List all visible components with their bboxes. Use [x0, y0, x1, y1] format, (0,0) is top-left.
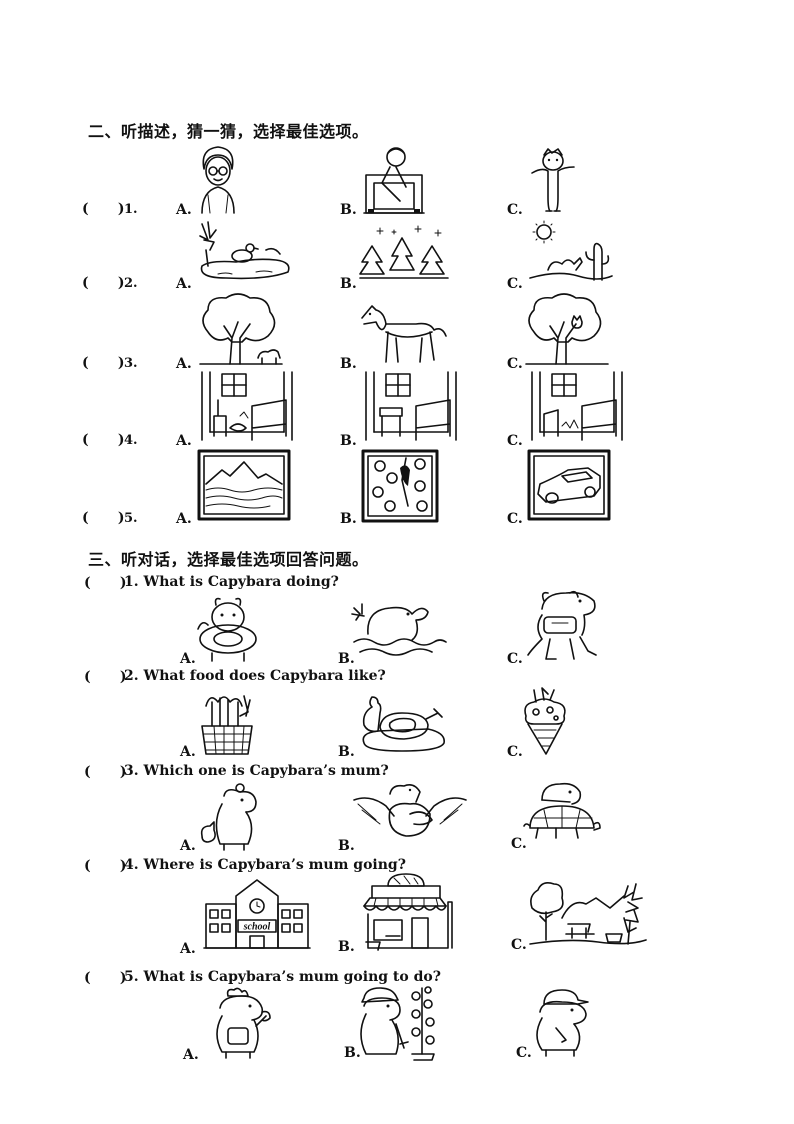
shop-icon[interactable] — [360, 872, 456, 952]
option-b-label: B. — [340, 202, 357, 218]
section-2-title: 二、听描述，猜一猜，选择最佳选项。 — [88, 122, 369, 141]
mountain-lake-painting-icon[interactable] — [197, 449, 291, 521]
tree-with-cat-icon[interactable] — [524, 292, 610, 366]
option-a-label: A. — [176, 356, 192, 372]
question-text: 2. What food does Capybara like? — [124, 668, 386, 684]
option-c-label: C. — [507, 202, 523, 218]
option-a-label: A. — [183, 1047, 199, 1063]
option-a-label: A. — [180, 838, 196, 854]
answer-blank[interactable]: ( ) — [84, 575, 127, 591]
question-number: 5. — [124, 511, 138, 526]
flowers-bird-painting-icon[interactable] — [361, 449, 439, 523]
school-building-icon[interactable]: school — [202, 876, 312, 950]
question-number: 4. — [124, 433, 138, 448]
child-arms-open-icon[interactable] — [528, 145, 578, 215]
capybara-with-bird-icon[interactable] — [198, 782, 260, 852]
desert-camel-cactus-icon[interactable] — [528, 220, 614, 282]
answer-blank[interactable]: ( ) — [82, 201, 125, 217]
answer-blank[interactable]: ( ) — [84, 764, 127, 780]
option-b-label: B. — [340, 276, 357, 292]
horse-icon[interactable] — [356, 302, 450, 364]
option-b-label: B. — [340, 433, 357, 449]
park-icon[interactable] — [528, 878, 648, 948]
car-painting-icon[interactable] — [527, 449, 611, 521]
answer-blank[interactable]: ( ) — [82, 275, 125, 291]
option-b-label: B. — [340, 356, 357, 372]
turtle-with-capybara-icon[interactable] — [520, 778, 602, 844]
messy-room-icon[interactable] — [196, 370, 300, 442]
answer-blank[interactable]: ( ) — [84, 970, 127, 986]
capybara-cap-icon[interactable] — [530, 988, 594, 1057]
question-text: 5. What is Capybara’s mum going to do? — [124, 969, 441, 985]
question-text: 4. Where is Capybara’s mum going? — [124, 857, 406, 873]
meat-plate-icon[interactable] — [356, 693, 450, 755]
man-by-fireplace-icon[interactable] — [360, 143, 426, 215]
question-text: 3. Which one is Capybara’s mum? — [124, 763, 389, 779]
option-c-label: C. — [507, 744, 523, 760]
answer-blank[interactable]: ( ) — [82, 355, 125, 371]
capybara-swimming-icon[interactable] — [350, 600, 448, 660]
option-c-label: C. — [516, 1045, 532, 1061]
answer-blank[interactable]: ( ) — [84, 669, 127, 685]
option-a-label: A. — [176, 276, 192, 292]
option-c-label: C. — [511, 937, 527, 953]
capybara-cooking-icon[interactable] — [208, 986, 274, 1060]
question-number: 1. — [124, 202, 138, 217]
section-3-title: 三、听对话，选择最佳选项回答问题。 — [88, 550, 369, 569]
option-c-label: C. — [507, 356, 523, 372]
option-a-label: A. — [176, 511, 192, 527]
answer-blank[interactable]: ( ) — [84, 858, 127, 874]
capybara-gardening-icon[interactable] — [356, 984, 442, 1061]
option-b-label: B. — [340, 511, 357, 527]
option-a-label: A. — [180, 941, 196, 957]
answer-blank[interactable]: ( ) — [82, 510, 125, 526]
vegetable-basket-icon[interactable] — [198, 692, 256, 758]
old-woman-icon[interactable] — [194, 143, 242, 215]
option-a-label: A. — [176, 433, 192, 449]
option-c-label: C. — [507, 433, 523, 449]
tidy-room-icon[interactable] — [360, 370, 464, 442]
option-b-label: B. — [338, 939, 355, 955]
capybara-float-ring-icon[interactable] — [194, 595, 260, 663]
question-text: 1. What is Capybara doing? — [124, 574, 339, 590]
answer-blank[interactable]: ( ) — [82, 432, 125, 448]
question-number: 3. — [124, 356, 138, 371]
ice-cream-cone-icon[interactable] — [520, 686, 570, 756]
option-a-label: A. — [180, 651, 196, 667]
duck-with-capybara-icon[interactable] — [350, 780, 470, 842]
option-b-label: B. — [344, 1045, 361, 1061]
duck-pond-icon[interactable] — [196, 220, 292, 282]
tree-with-dog-icon[interactable] — [198, 292, 284, 366]
option-b-label: B. — [338, 838, 355, 854]
room-with-mess-icon[interactable] — [526, 370, 630, 442]
option-c-label: C. — [507, 651, 523, 667]
option-b-label: B. — [338, 651, 355, 667]
option-b-label: B. — [338, 744, 355, 760]
question-number: 2. — [124, 276, 138, 291]
option-a-label: A. — [176, 202, 192, 218]
option-c-label: C. — [507, 511, 523, 527]
capybara-running-icon[interactable] — [522, 587, 602, 663]
school-sign-text: school — [243, 922, 271, 933]
option-c-label: C. — [507, 276, 523, 292]
option-c-label: C. — [511, 836, 527, 852]
option-a-label: A. — [180, 744, 196, 760]
snowy-pines-icon[interactable] — [358, 222, 450, 280]
